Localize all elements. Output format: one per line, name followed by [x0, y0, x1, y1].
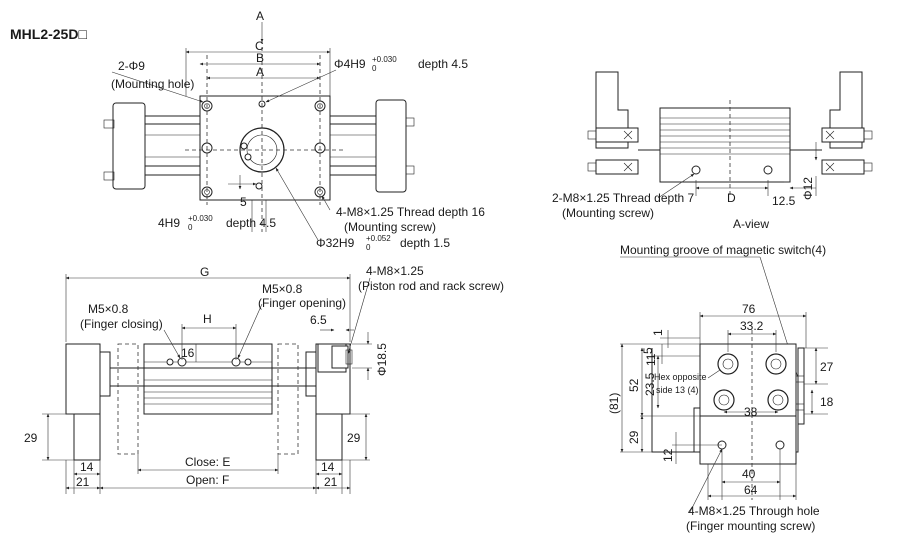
pin-hole-label: Φ4H9: [334, 57, 366, 71]
dim-27: 27: [820, 360, 834, 374]
dim-phi18-5: Φ18.5: [375, 343, 389, 376]
piston-thread-label: 4-M8×1.25: [366, 264, 424, 278]
front-body: [143, 343, 273, 415]
hex-port-icon: [717, 353, 739, 375]
dim-29-left: 29: [24, 431, 38, 445]
dim-21-left: 21: [76, 475, 90, 489]
groove-label: Mounting groove of magnetic switch(4): [620, 243, 826, 257]
hex-label-line2: side 13 (4): [656, 385, 699, 395]
bore-tol-lower: 0: [366, 243, 371, 252]
mount-hole-label: 2-Φ9: [118, 59, 145, 73]
a-view-thread-sublabel: (Mounting screw): [562, 206, 654, 220]
port-open-sublabel: (Finger opening): [258, 296, 346, 310]
mount-hole-sublabel: (Mounting hole): [111, 77, 194, 91]
port-close-sublabel: (Finger closing): [80, 317, 163, 331]
dim-14-right: 14: [321, 460, 335, 474]
dim-33-2: 33.2: [740, 319, 764, 333]
port-close-label: M5×0.8: [88, 302, 129, 316]
dim-12-side: 12: [661, 448, 675, 462]
label-a: A: [256, 65, 264, 79]
dim-5-side: 5: [641, 347, 655, 354]
bottom-pin-tol-lower: 0: [188, 223, 193, 232]
dim-23-5: 23.5: [643, 372, 657, 396]
dim-40: 40: [742, 467, 756, 481]
dim-11: 11: [644, 353, 658, 366]
bore-depth: depth 1.5: [400, 236, 450, 250]
a-view: D 12.5 Φ12 2-M8×1.25 Thread depth 7 (Mou…: [552, 71, 873, 231]
hex-label-line1: Hex opposite: [654, 372, 707, 382]
dim-5-top: 5: [240, 195, 247, 209]
dim-64: 64: [744, 483, 758, 497]
top-right-endcap: [375, 99, 407, 193]
a-view-mount-hole-icon: [691, 165, 701, 175]
dim-76: 76: [742, 302, 756, 316]
bottom-pin-depth: depth 4.5: [226, 216, 276, 230]
bore-label: Φ32H9: [316, 236, 355, 250]
dim-18: 18: [820, 395, 834, 409]
dim-81: (81): [607, 393, 621, 414]
piston-thread-sublabel: (Piston rod and rack screw): [358, 279, 504, 293]
open-f-label: Open: F: [186, 473, 229, 487]
pin-hole-depth: depth 4.5: [418, 57, 468, 71]
thread-sublabel: (Mounting screw): [344, 220, 436, 234]
front-left-finger: [65, 343, 101, 415]
side-view: Mounting groove of magnetic switch(4) 76…: [607, 243, 834, 533]
dim-16: 16: [181, 346, 195, 360]
bottom-pin-label: 4H9: [158, 216, 180, 230]
dim-14-left: 14: [80, 460, 94, 474]
top-body: [199, 95, 331, 201]
pin-hole-tol-upper: +0.030: [372, 55, 397, 64]
dim-21-right: 21: [324, 475, 338, 489]
dim-1: 1: [651, 329, 665, 336]
dim-52: 52: [627, 378, 641, 392]
front-view: G Φ18.5 6.5: [24, 264, 504, 494]
top-left-endcap: [112, 102, 146, 190]
bottom-pin-tol-upper: +0.030: [188, 214, 213, 223]
dim-29-side: 29: [627, 430, 641, 444]
thread-label: 4-M8×1.25 Thread depth 16: [336, 205, 485, 219]
dim-38: 38: [744, 405, 758, 419]
dim-12-5: 12.5: [772, 194, 796, 208]
port-open-label: M5×0.8: [262, 282, 303, 296]
finger-hole-label: 4-M8×1.25 Through hole: [688, 504, 820, 518]
label-g: G: [200, 265, 209, 279]
pin-hole-tol-lower: 0: [372, 64, 377, 73]
top-view: A C B A 2-Φ9 (Mounting hole) Φ4H9 +0.030…: [103, 9, 485, 252]
bore-tol-upper: +0.052: [366, 234, 391, 243]
label-a-top: A: [256, 9, 264, 23]
model-title: MHL2-25D□: [10, 26, 87, 42]
label-d: D: [727, 191, 736, 205]
dim-29-right: 29: [347, 431, 361, 445]
finger-hole-sublabel: (Finger mounting screw): [686, 519, 815, 533]
label-b: B: [256, 51, 264, 65]
dim-6-5: 6.5: [310, 313, 327, 327]
close-e-label: Close: E: [185, 455, 230, 469]
a-view-thread-label: 2-M8×1.25 Thread depth 7: [552, 191, 695, 205]
dim-phi12: Φ12: [801, 177, 815, 200]
label-c: C: [255, 39, 264, 53]
a-view-title: A-view: [733, 217, 769, 231]
label-h: H: [203, 312, 212, 326]
